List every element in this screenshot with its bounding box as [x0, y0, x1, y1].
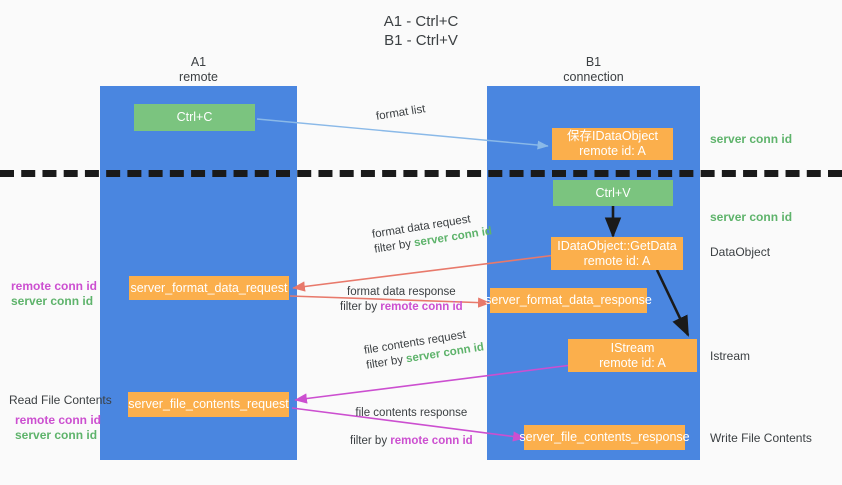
edge-label-format-data-response: format data response filter by remote co… [340, 285, 463, 315]
box-save-idataobject-line2: remote id: A [579, 144, 646, 158]
edge-label-format-list-name: format list [375, 103, 427, 123]
box-istream[interactable]: IStream remote id: A [568, 339, 697, 372]
lane-header-b1-role: connection [563, 70, 624, 84]
box-idataobject-getdata[interactable]: IDataObject::GetData remote id: A [551, 237, 683, 270]
edge-label-file-contents-response-name: file contents response [355, 407, 468, 419]
filter-value-remote-conn-id: remote conn id [380, 301, 463, 313]
lane-header-a1-role: remote [179, 70, 218, 84]
lane-header-a1-name: A1 [190, 55, 207, 69]
page-title-line-1: A1 - Ctrl+C [383, 13, 459, 30]
edge-label-file-contents-response-filter: filter by remote conn id [350, 434, 473, 449]
box-ctrl-v-line1: Ctrl+V [595, 185, 631, 200]
edge-label-format-data-request: format data request filter by server con… [371, 209, 493, 257]
box-ctrl-c-line1: Ctrl+C [176, 110, 213, 124]
annotation-server-conn-id-left-1: server conn id [11, 294, 94, 308]
edge-label-file-contents-request: file contents request filter by server c… [363, 325, 485, 373]
edge-label-file-contents-response: file contents response filter by remote … [350, 406, 473, 449]
annotation-write-file-contents: Write File Contents [710, 431, 812, 445]
annotation-remote-conn-id-1: remote conn id [11, 279, 98, 293]
box-istream-line1: IStream [610, 340, 655, 355]
page-title-line-2: B1 - Ctrl+V [384, 32, 458, 49]
box-server-file-contents-response[interactable]: server_file_contents_response [519, 425, 690, 450]
box-save-idataobject-line1: 保存IDataObject [566, 129, 658, 143]
box-idataobject-getdata-line1: IDataObject::GetData [557, 238, 677, 253]
box-server-format-data-response[interactable]: server_format_data_response [485, 288, 652, 313]
edge-label-format-data-response-filter: filter by remote conn id [340, 300, 463, 315]
annotation-dataobject: DataObject [710, 245, 771, 259]
box-server-file-contents-request-line1: server_file_contents_request [128, 397, 289, 411]
filter-value-remote-conn-id: remote conn id [390, 435, 473, 447]
lane-header-b1: B1 connection [487, 55, 700, 85]
annotation-remote-conn-id-2: remote conn id [15, 413, 102, 427]
lane-header-b1-name: B1 [585, 55, 602, 69]
box-ctrl-c[interactable]: Ctrl+C [134, 104, 255, 131]
box-server-file-contents-response-line1: server_file_contents_response [519, 430, 690, 444]
edge-label-format-data-response-name: format data response [347, 286, 456, 298]
lane-header-a1: A1 remote [100, 55, 297, 85]
box-istream-line2: remote id: A [599, 355, 666, 370]
box-server-file-contents-request[interactable]: server_file_contents_request [128, 392, 289, 417]
annotation-read-file-contents: Read File Contents [9, 393, 112, 407]
box-idataobject-getdata-line2: remote id: A [583, 253, 651, 268]
box-server-format-data-response-line1: server_format_data_response [485, 293, 652, 307]
filter-prefix: filter by [340, 301, 381, 313]
annotation-istream: Istream [710, 349, 751, 363]
annotation-server-conn-id-mid: server conn id [710, 210, 793, 224]
edge-label-format-list: format list [375, 102, 427, 125]
box-server-format-data-request-line1: server_format_data_request [130, 280, 288, 295]
box-server-format-data-request[interactable]: server_format_data_request [129, 276, 289, 300]
annotation-server-conn-id-left-2: server conn id [15, 428, 98, 442]
box-save-idataobject[interactable]: 保存IDataObject remote id: A [552, 128, 673, 160]
annotation-server-conn-id-top: server conn id [710, 132, 793, 146]
phase-divider [0, 170, 842, 177]
box-ctrl-v[interactable]: Ctrl+V [553, 180, 673, 206]
filter-prefix: filter by [350, 435, 391, 447]
